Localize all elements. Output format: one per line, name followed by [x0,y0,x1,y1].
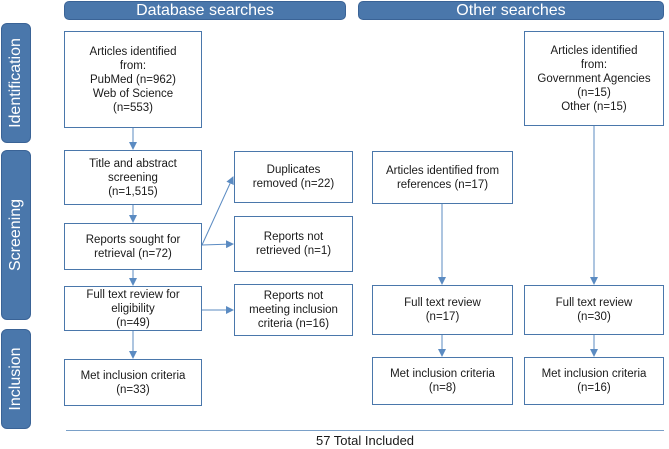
stage-screening: Screening [1,150,31,320]
header-database-searches: Database searches [64,1,346,20]
box-met-criteria-db: Met inclusion criteria (n=33) [64,359,202,406]
header-other-searches: Other searches [358,1,664,20]
box-met-criteria-gov: Met inclusion criteria (n=16) [524,357,664,405]
total-included: 57 Total Included [315,433,415,448]
box-full-text-eligibility: Full text review for eligibility (n=49) [64,286,202,331]
box-full-text-gov: Full text review (n=30) [524,285,664,335]
box-db-identified: Articles identified from: PubMed (n=962)… [64,31,202,128]
box-gov-identified: Articles identified from: Government Age… [524,31,664,126]
stage-inclusion: Inclusion [1,329,31,429]
box-reports-sought: Reports sought for retrieval (n=72) [64,223,202,270]
box-reports-not-meeting: Reports not meeting inclusion criteria (… [234,284,353,336]
footer-divider [66,430,664,431]
stage-identification: Identification [1,23,31,143]
box-reports-not-retrieved: Reports not retrieved (n=1) [234,216,353,272]
box-refs-identified: Articles identified from references (n=1… [372,151,513,204]
box-full-text-refs: Full text review (n=17) [372,285,513,335]
arrow-to-duplicates [201,176,234,246]
box-met-criteria-refs: Met inclusion criteria (n=8) [372,357,513,405]
box-duplicates-removed: Duplicates removed (n=22) [234,151,353,203]
arrow-to-not-retrieved [201,240,234,249]
box-title-abstract-screening: Title and abstract screening (n=1,515) [64,150,202,205]
